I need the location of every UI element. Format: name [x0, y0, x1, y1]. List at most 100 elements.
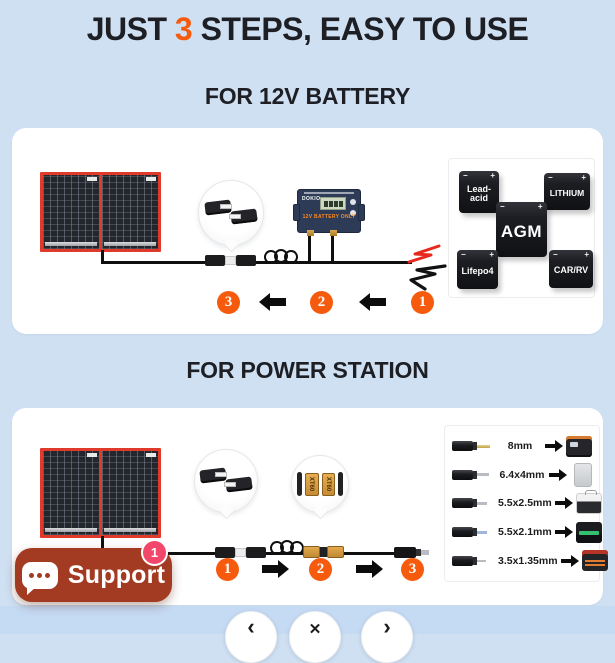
- battery-lifepo4: − + Lifepo4: [457, 250, 498, 289]
- adapter-sizes-card: 8mm 6.4x4mm 5.5x2.5mm 5.5x2.1mm 3.5x1.35…: [444, 425, 608, 582]
- title-highlight-number: 3: [174, 11, 193, 47]
- solar-panel-half: [43, 175, 99, 249]
- plus-terminal: +: [537, 202, 543, 211]
- chevron-right-icon: ›: [383, 614, 391, 639]
- controller-lcd-screen: [320, 197, 346, 210]
- mc4-inline-connector-icon: [215, 547, 266, 558]
- connector-sticker: [235, 548, 246, 557]
- plus-terminal: +: [584, 250, 589, 259]
- adapter-size-label: 8mm: [507, 440, 533, 453]
- dc-adapter-icon: [452, 469, 498, 480]
- chevron-left-icon: ‹: [247, 614, 255, 639]
- alligator-clips-icon: [407, 244, 447, 291]
- step-badge-1: 1: [216, 558, 239, 581]
- cable: [331, 236, 334, 263]
- notification-badge: 1: [141, 539, 168, 566]
- carousel-close-button[interactable]: ✕: [289, 611, 341, 663]
- arrow-right-icon: [560, 554, 579, 567]
- adapter-row: 5.5x2.1mm: [452, 519, 602, 545]
- minus-terminal: −: [553, 250, 558, 259]
- xt60-callout-bubble: XT60 XT60: [291, 455, 349, 513]
- battery-label: CAR/RV: [553, 265, 589, 276]
- arrow-right-icon: [554, 497, 573, 510]
- minus-terminal: −: [548, 173, 553, 182]
- adapter-size-label: 5.5x2.5mm: [498, 497, 552, 510]
- adapter-row: 5.5x2.5mm: [452, 489, 602, 516]
- battery-types-card: − + Lead- acid − + LITHIUM − + AGM − + L…: [448, 158, 595, 298]
- panel-battery-diagram: DOKIO 12V BATTERY ONLY − + Lead- acid − …: [12, 128, 603, 334]
- connector-sticker: [225, 256, 236, 265]
- controller-brand: DOKIO: [302, 196, 321, 202]
- xt60-gold: [327, 546, 344, 558]
- connector-callout-bubble: [194, 449, 258, 513]
- dc-adapter-icon: [452, 498, 498, 509]
- dc-plug-icon: [394, 547, 429, 558]
- xt60-label: XT60: [325, 476, 332, 492]
- connector-black: [205, 255, 225, 266]
- controller-button: [350, 210, 356, 216]
- arrow-right-icon: [554, 526, 573, 539]
- xt60-inline-connector-icon: [303, 546, 344, 558]
- power-station-icon: [575, 489, 602, 514]
- carousel-next-button[interactable]: ›: [361, 611, 413, 663]
- plus-terminal: +: [490, 171, 495, 180]
- arrow-right-icon: [545, 440, 563, 453]
- title-part2: STEPS, EASY TO USE: [192, 11, 529, 47]
- arrow-left-icon: [359, 293, 386, 311]
- minus-terminal: −: [463, 171, 468, 180]
- solar-panel-half: [102, 175, 158, 249]
- dc-adapter-icon: [452, 527, 498, 538]
- mc4-connector-pair-icon: [199, 466, 253, 496]
- charge-controller: DOKIO 12V BATTERY ONLY: [293, 189, 365, 236]
- adapter-row: 8mm: [452, 433, 592, 459]
- battery-label: AGM: [500, 221, 543, 241]
- carousel-prev-button[interactable]: ‹: [225, 611, 277, 663]
- connector-callout-bubble: [198, 180, 264, 246]
- controller-port: [307, 230, 314, 236]
- dc-adapter-icon: [452, 555, 498, 566]
- coiled-cable-icon: [262, 248, 300, 266]
- controller-note: 12V BATTERY ONLY: [302, 214, 356, 220]
- minus-terminal: −: [461, 250, 466, 259]
- adapter-row: 3.5x1.35mm: [452, 548, 608, 574]
- support-chat-button[interactable]: Support: [15, 548, 172, 602]
- page-title: JUST 3 STEPS, EASY TO USE: [0, 11, 615, 48]
- title-part1: JUST: [86, 11, 175, 47]
- xt60-label: XT60: [308, 476, 315, 492]
- power-station-icon: [575, 521, 602, 543]
- cable: [308, 236, 311, 263]
- battery-lithium: − + LITHIUM: [544, 173, 590, 210]
- controller-port: [330, 230, 337, 236]
- solar-panel-half: [43, 451, 99, 535]
- battery-lead-acid: − + Lead- acid: [459, 171, 499, 213]
- arrow-right-icon: [262, 560, 289, 578]
- section-heading-battery: FOR 12V BATTERY: [204, 83, 411, 109]
- step-badge-1: 1: [411, 291, 434, 314]
- coiled-cable-icon: [268, 539, 306, 557]
- step-badge-2: 2: [309, 558, 332, 581]
- xt60-gold: [303, 546, 320, 558]
- step-badge-3: 3: [217, 291, 240, 314]
- connector-black: [215, 547, 235, 558]
- battery-label: Lifepo4: [461, 265, 494, 276]
- cable: [101, 250, 104, 263]
- mc4-inline-connector-icon: [205, 255, 256, 266]
- connector-black: [236, 255, 256, 266]
- power-station-icon: [566, 435, 592, 457]
- adapter-row: 6.4x4mm: [452, 462, 592, 488]
- adapter-size-label: 3.5x1.35mm: [498, 554, 558, 567]
- mc4-connector-pair-icon: [204, 198, 258, 228]
- minus-terminal: −: [500, 202, 506, 211]
- battery-label: Lead- acid: [466, 183, 491, 203]
- controller-button: [350, 199, 356, 205]
- cable: [101, 261, 412, 264]
- connector-black: [246, 547, 266, 558]
- section-heading-power: FOR POWER STATION: [186, 357, 429, 383]
- plus-terminal: +: [581, 173, 586, 182]
- connector-collar: [320, 547, 327, 557]
- power-station-icon: [574, 462, 592, 487]
- cable: [101, 536, 104, 554]
- step-badge-3: 3: [401, 558, 424, 581]
- controller-header-line: [304, 192, 354, 194]
- power-station-icon: [581, 550, 608, 572]
